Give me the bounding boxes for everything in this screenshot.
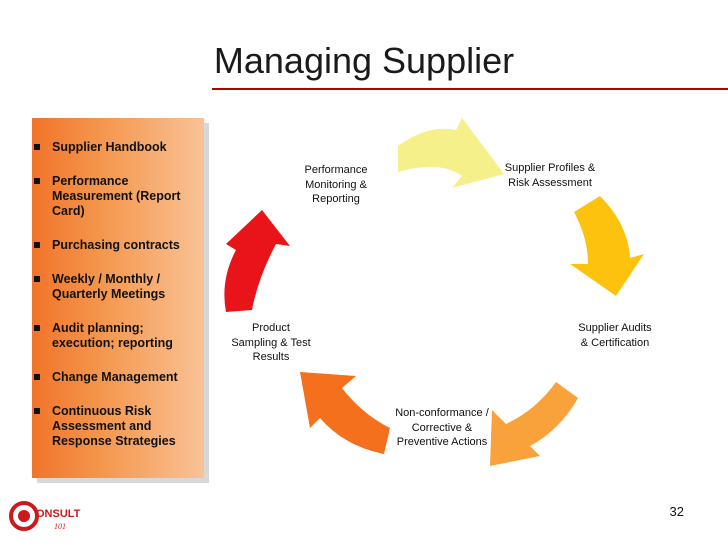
step-label-monitoring: Performance Monitoring & Reporting: [304, 164, 368, 205]
slide-title: Managing Supplier: [213, 40, 515, 81]
list-item-text: Audit planning; execution; reporting: [52, 321, 173, 350]
list-item: Performance Measurement (Report Card): [32, 174, 204, 219]
consult-logo: ONSULT 101: [9, 501, 81, 531]
step-label-sampling: Product Sampling & Test Results: [231, 322, 311, 363]
list-item-text: Change Management: [52, 370, 178, 384]
step-label-nonconformance: Non-conformance / Corrective & Preventiv…: [395, 407, 489, 448]
cycle-arrow-1: [398, 118, 504, 188]
cycle-arrow-4: [300, 372, 390, 454]
practices-panel: Supplier Handbook Performance Measuremen…: [32, 118, 204, 478]
cycle-arrow-5: [224, 210, 290, 312]
title-underline: [212, 88, 728, 90]
cycle-arrow-3: [490, 382, 578, 466]
list-item: Weekly / Monthly / Quarterly Meetings: [32, 272, 204, 302]
square-bullet-icon: [34, 178, 40, 184]
list-item-text: Continuous Risk Assessment and Response …: [52, 404, 176, 448]
square-bullet-icon: [34, 408, 40, 414]
square-bullet-icon: [34, 374, 40, 380]
list-item-text: Purchasing contracts: [52, 238, 180, 252]
list-item-text: Supplier Handbook: [52, 140, 167, 154]
list-item-text: Weekly / Monthly / Quarterly Meetings: [52, 272, 166, 301]
list-item: Continuous Risk Assessment and Response …: [32, 404, 204, 449]
list-item: Supplier Handbook: [32, 140, 204, 155]
square-bullet-icon: [34, 325, 40, 331]
square-bullet-icon: [34, 276, 40, 282]
logo-text: ONSULT: [36, 508, 81, 520]
practices-list: Supplier Handbook Performance Measuremen…: [32, 118, 204, 449]
square-bullet-icon: [34, 242, 40, 248]
step-label-profiles: Supplier Profiles & Risk Assessment: [504, 162, 596, 189]
logo-ring: [9, 501, 39, 531]
logo-core: [18, 510, 30, 522]
square-bullet-icon: [34, 144, 40, 150]
logo-subtext: 101: [54, 522, 66, 531]
list-item: Change Management: [32, 370, 204, 385]
cycle-arrow-2: [570, 196, 644, 296]
step-label-audits: Supplier Audits & Certification: [578, 322, 652, 349]
list-item: Audit planning; execution; reporting: [32, 321, 204, 351]
list-item-text: Performance Measurement (Report Card): [52, 174, 181, 218]
page-number: 32: [669, 504, 684, 519]
list-item: Purchasing contracts: [32, 238, 204, 253]
